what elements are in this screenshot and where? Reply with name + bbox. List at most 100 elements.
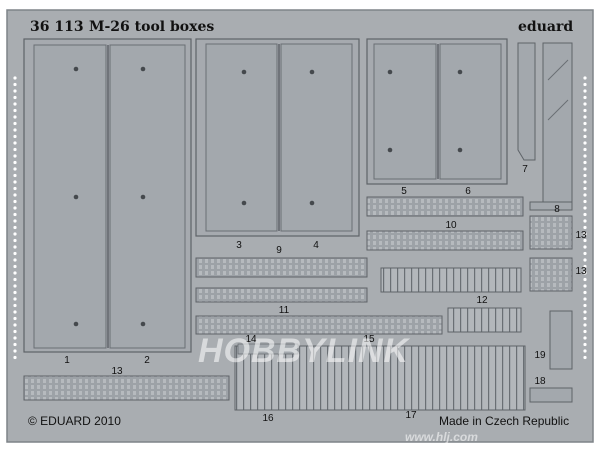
perforation-hole — [583, 206, 587, 210]
part-3-4-panel — [195, 38, 360, 237]
perforation-hole — [13, 355, 17, 360]
part-label-7: 7 — [522, 164, 528, 175]
part-label-11: 11 — [278, 305, 290, 316]
part-label-10: 10 — [445, 220, 457, 231]
perforation-hole — [13, 134, 17, 139]
perforation-hole — [13, 160, 17, 165]
perforation-hole — [583, 303, 587, 308]
perforation-hole — [583, 212, 587, 217]
perforation-hole — [583, 82, 587, 87]
part-label-4: 4 — [313, 240, 319, 251]
part-16-17-comb — [234, 345, 526, 411]
rivet-dot — [140, 321, 146, 327]
perforation-hole — [13, 147, 17, 152]
watermark-url: www.hlj.com — [405, 430, 478, 444]
perforation-hole — [583, 284, 587, 288]
part-label-9: 9 — [276, 245, 282, 256]
perforation-hole — [583, 232, 587, 236]
part-9-rings — [195, 287, 368, 303]
perforation-hole — [13, 303, 17, 308]
part-label-13-b: 13 — [575, 266, 587, 277]
perforation-hole — [583, 167, 587, 171]
rivet-dot — [73, 321, 79, 327]
rivet-dot — [140, 66, 146, 72]
part-7-strips — [517, 42, 573, 204]
perforation-hole — [13, 199, 17, 204]
perforation-hole — [583, 355, 587, 360]
perforation-hole — [583, 89, 587, 93]
perforation-hole — [583, 128, 587, 132]
part-13-upper — [529, 215, 573, 250]
brand-logo: eduard — [518, 19, 574, 35]
part-label-16: 16 — [262, 413, 274, 424]
rivet-holes — [73, 66, 463, 327]
perforation-hole — [13, 264, 17, 269]
perforation-hole — [583, 147, 587, 152]
perforation-hole — [13, 251, 17, 256]
perforation-hole — [583, 199, 587, 204]
perforation-hole — [583, 297, 587, 301]
part-18 — [529, 387, 573, 403]
perforation-hole — [13, 225, 17, 230]
part-12-small — [447, 307, 522, 333]
perforation-hole — [583, 186, 587, 191]
part-12-comb — [380, 267, 522, 293]
perforation-hole — [13, 115, 17, 119]
part-label-12: 12 — [476, 295, 488, 306]
perforation-hole — [13, 193, 17, 197]
perforation-hole — [13, 82, 17, 87]
set-number: 36 113 — [30, 19, 84, 35]
part-label-5: 5 — [401, 186, 407, 197]
perforation-hole — [583, 95, 587, 100]
part-9-strip — [195, 257, 368, 278]
perforation-hole — [13, 121, 17, 126]
perforation-hole — [583, 277, 587, 282]
part-1-2-panel — [23, 38, 192, 353]
part-label-18: 18 — [534, 376, 546, 387]
perforation-hole — [13, 297, 17, 301]
rivet-dot — [309, 200, 315, 206]
part-label-13-a: 13 — [575, 230, 587, 241]
set-title: M-26 tool boxes — [89, 19, 215, 35]
perforation-hole — [583, 342, 587, 347]
perforation-hole — [583, 160, 587, 165]
rivet-dot — [387, 147, 393, 153]
rivet-dot — [73, 66, 79, 72]
rivet-dot — [457, 147, 463, 153]
part-label-14: 14 — [245, 334, 257, 345]
perforation-hole — [13, 108, 17, 113]
perforation-hole — [13, 277, 17, 282]
perforation-hole — [583, 76, 587, 80]
part-label-17: 17 — [405, 410, 417, 421]
perforation-hole — [13, 245, 17, 249]
perforation-hole — [583, 245, 587, 249]
part-11-strip — [195, 315, 443, 335]
perforation-hole — [13, 186, 17, 191]
perforation-hole — [13, 284, 17, 288]
perforation-hole — [13, 154, 17, 158]
perforation-hole — [13, 167, 17, 171]
part-19 — [549, 310, 573, 370]
perforation-hole — [13, 342, 17, 347]
perforation-hole — [13, 128, 17, 132]
perforation-hole — [13, 349, 17, 353]
perforation-hole — [13, 316, 17, 321]
part-10-strip-upper — [366, 196, 524, 217]
part-13-middle — [529, 257, 573, 292]
perforation-hole — [583, 336, 587, 340]
perforation-hole — [583, 108, 587, 113]
part-8 — [529, 201, 573, 211]
perforation-hole — [13, 180, 17, 184]
rivet-dot — [140, 194, 146, 200]
perforation-hole — [583, 290, 587, 295]
perforation-hole — [583, 271, 587, 275]
part-16-small — [237, 343, 299, 355]
rivet-dot — [457, 69, 463, 75]
perforation-hole — [13, 212, 17, 217]
perforation-hole — [13, 258, 17, 262]
perforation-hole — [13, 271, 17, 275]
part-label-8: 8 — [554, 204, 560, 215]
perforation-hole — [583, 316, 587, 321]
rivet-dot — [73, 194, 79, 200]
perforation-hole — [583, 225, 587, 230]
